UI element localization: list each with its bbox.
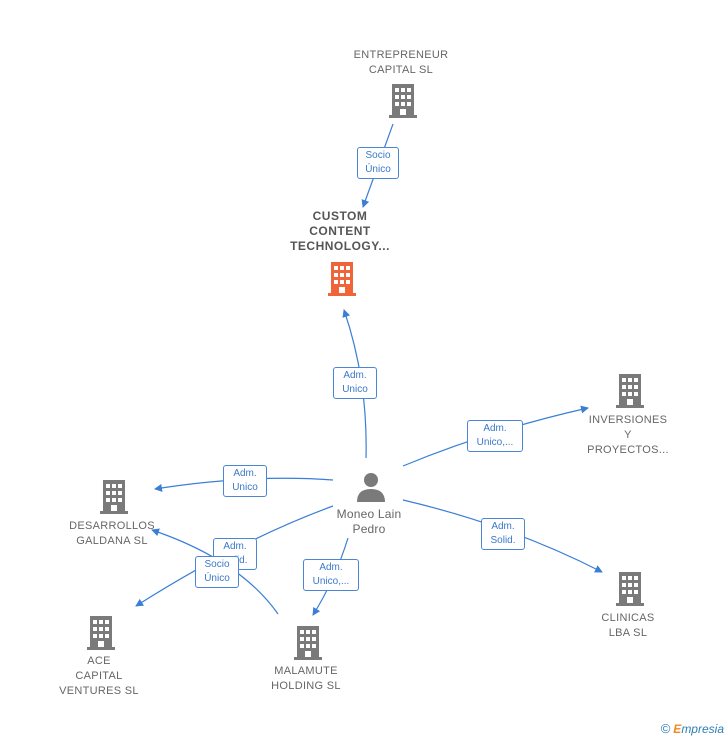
- building-icon[interactable]: [616, 374, 644, 408]
- node-label-ace-capital-ventures[interactable]: ACE CAPITAL VENTURES SL: [59, 654, 139, 699]
- edge-label-line: Solid.: [490, 535, 516, 546]
- label-line: INVERSIONES: [588, 414, 668, 426]
- label-line: GALDANA SL: [76, 535, 148, 547]
- label-line: DESARROLLOS: [69, 520, 155, 532]
- edge-label-line: Adm.: [483, 423, 507, 434]
- edge-label-line: Unico,...: [312, 576, 350, 587]
- building-icon[interactable]: [100, 480, 128, 514]
- node-label-person[interactable]: Moneo Lain Pedro: [337, 507, 402, 537]
- node-label-malamute-holding[interactable]: MALAMUTE HOLDING SL: [271, 664, 341, 694]
- label-line: MALAMUTE: [274, 665, 338, 677]
- building-icon[interactable]: [389, 84, 417, 118]
- label-line: HOLDING SL: [271, 680, 341, 692]
- brand-initial: E: [673, 722, 682, 736]
- edge-label-line: Único: [204, 573, 230, 584]
- brand-name: mpresia: [681, 722, 724, 736]
- label-line: Y: [624, 429, 632, 441]
- label-line: CUSTOM: [312, 209, 368, 223]
- node-label-custom-content-technology[interactable]: CUSTOM CONTENT TECHNOLOGY...: [290, 209, 390, 254]
- edge-label-adm-unico[interactable]: Adm. Unico: [223, 465, 267, 497]
- node-label-desarrollos-galdana[interactable]: DESARROLLOS GALDANA SL: [69, 519, 155, 549]
- building-icon[interactable]: [616, 572, 644, 606]
- node-label-entrepreneur-capital[interactable]: ENTREPRENEUR CAPITAL SL: [354, 48, 449, 78]
- edge-label-line: Adm.: [491, 521, 515, 532]
- edge-label-line: Unico: [232, 482, 258, 493]
- edge-label-line: Adm.: [319, 562, 343, 573]
- building-icon-main[interactable]: [327, 262, 357, 296]
- node-label-clinicas-lba[interactable]: CLINICAS LBA SL: [601, 611, 654, 641]
- copyright-icon: ©: [660, 721, 671, 736]
- edge-label-adm-unico[interactable]: Adm. Unico,...: [467, 420, 523, 452]
- label-line: VENTURES SL: [59, 685, 139, 697]
- label-line: ENTREPRENEUR: [353, 49, 449, 61]
- edge-label-line: Único: [365, 164, 391, 175]
- building-icon[interactable]: [294, 626, 322, 660]
- edge-label-line: Unico: [342, 384, 368, 395]
- edge-label-line: Adm.: [233, 468, 257, 479]
- label-line: LBA SL: [608, 627, 648, 639]
- label-line: CLINICAS: [601, 612, 655, 624]
- node-label-inversiones-proyectos[interactable]: INVERSIONES Y PROYECTOS...: [587, 413, 669, 458]
- label-line: CAPITAL SL: [368, 64, 434, 76]
- edge-label-line: Socio: [365, 150, 391, 161]
- edge-label-line: Unico,...: [476, 437, 514, 448]
- label-line: Moneo Lain: [336, 507, 402, 521]
- edge-label-line: Socio: [204, 559, 230, 570]
- label-line: Pedro: [352, 522, 386, 536]
- label-line: ACE: [87, 655, 111, 667]
- edge-label-socio-unico[interactable]: Socio Único: [195, 556, 239, 588]
- person-icon[interactable]: [356, 472, 386, 502]
- edge-label-socio-unico[interactable]: Socio Único: [357, 147, 399, 179]
- edge-label-line: Adm.: [223, 541, 247, 552]
- label-line: CONTENT: [309, 224, 371, 238]
- label-line: TECHNOLOGY...: [290, 239, 390, 253]
- label-line: CAPITAL: [75, 670, 123, 682]
- edge-label-adm-solid[interactable]: Adm. Solid.: [481, 518, 525, 550]
- building-icon[interactable]: [87, 616, 115, 650]
- label-line: PROYECTOS...: [587, 444, 669, 456]
- edge-label-line: Adm.: [343, 370, 367, 381]
- brand-watermark: ©Empresia: [661, 721, 724, 736]
- edge-label-adm-unico[interactable]: Adm. Unico,...: [303, 559, 359, 591]
- edge-label-adm-unico[interactable]: Adm. Unico: [333, 367, 377, 399]
